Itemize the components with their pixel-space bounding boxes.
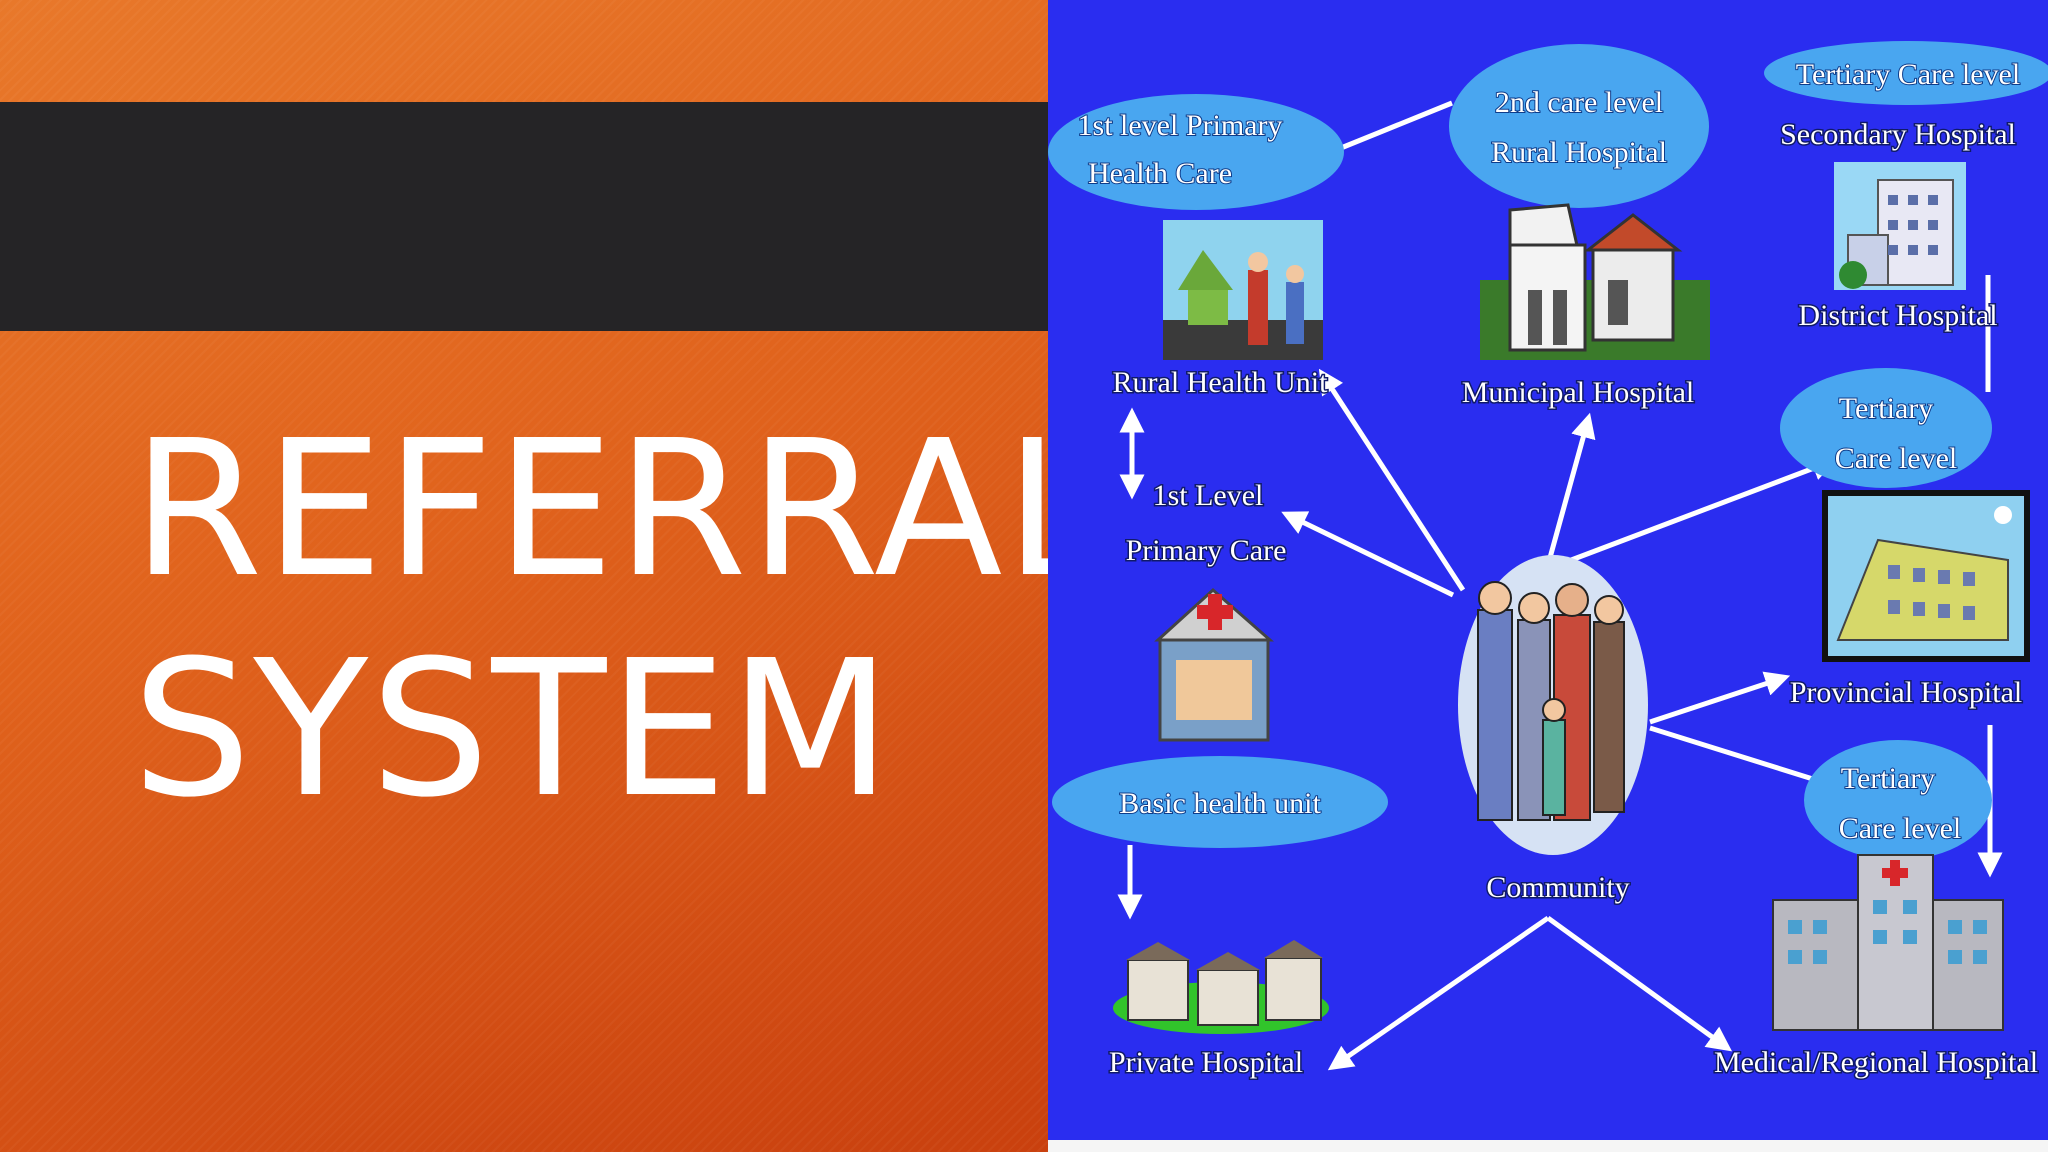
bubble-primary-line1: 1st level Primary [1078,109,1283,142]
bubble-tertiary-top-text: Tertiary Care level [1796,58,2020,91]
arrow-to-rural-health-unit [1318,368,1466,592]
bubble-basic-health-unit: Basic health unit [1052,756,1388,848]
referral-diagram: 1st level Primary Health Care 2nd care l… [1048,0,2048,1152]
title-band [0,102,1048,331]
bubble-tertiary-mid-line2: Care level [1835,442,1957,475]
bubble-tertiary-top: Tertiary Care level [1764,41,2048,105]
connector-primary-to-second [1335,100,1453,153]
title-line-2: SYSTEM [132,620,894,839]
diagram-bottom-edge [1048,1140,2048,1152]
label-community: Community [1486,871,1629,904]
slide-left-panel: REFERRAL SYSTEM [0,0,1048,1152]
slide-title: REFERRAL SYSTEM [132,400,1048,840]
bubble-second-line1: 2nd care level [1495,86,1663,119]
arrow-to-primary-care [1281,511,1455,598]
label-medical-regional-hospital: Medical/Regional Hospital [1714,1046,2038,1079]
label-first-level-line1: 1st Level [1153,479,1264,512]
bubble-tertiary-mid: Tertiary Care level [1780,368,1992,488]
primary-care-illustration [1154,587,1274,742]
label-first-level-line2: Primary Care [1126,534,1287,567]
label-secondary-hospital: Secondary Hospital [1780,118,2016,151]
label-rural-health-unit: Rural Health Unit [1113,366,1329,399]
label-district-hospital: District Hospital [1798,299,1997,332]
title-line-1: REFERRAL [132,400,1048,619]
provincial-hospital-illustration [1822,490,2030,662]
community-illustration [1458,555,1648,855]
bubble-basic-text: Basic health unit [1119,787,1321,820]
referral-diagram-panel: 1st level Primary Health Care 2nd care l… [1048,0,2048,1152]
bubble-tertiary-bottom-line1: Tertiary [1841,762,1936,795]
rural-health-unit-illustration [1163,220,1323,360]
bubble-second-care: 2nd care level Rural Hospital [1449,44,1709,208]
label-private-hospital: Private Hospital [1109,1046,1303,1079]
bubble-second-line2: Rural Hospital [1491,136,1667,169]
private-hospital-illustration [1113,940,1329,1034]
bubble-primary-line2: Health Care [1088,157,1232,190]
arrow-to-provincial-hospital [1649,671,1791,725]
label-provincial-hospital: Provincial Hospital [1790,676,2022,709]
arrow-to-tertiary-mid [1557,456,1838,568]
bubble-tertiary-bottom: Tertiary Care level [1804,740,1992,860]
arrow-to-municipal-hospital [1545,412,1596,566]
bubble-tertiary-bottom-line2: Care level [1839,812,1961,845]
bubble-tertiary-mid-line1: Tertiary [1839,392,1934,425]
arrow-to-private-hospital [1327,915,1550,1071]
bubble-primary-health-care: 1st level Primary Health Care [1048,94,1344,210]
municipal-hospital-illustration [1480,203,1710,360]
label-municipal-hospital: Municipal Hospital [1462,376,1694,409]
district-hospital-illustration [1834,162,1966,290]
arrow-to-medical-regional-hospital [1546,915,1733,1052]
medical-regional-hospital-illustration [1772,854,2004,1031]
